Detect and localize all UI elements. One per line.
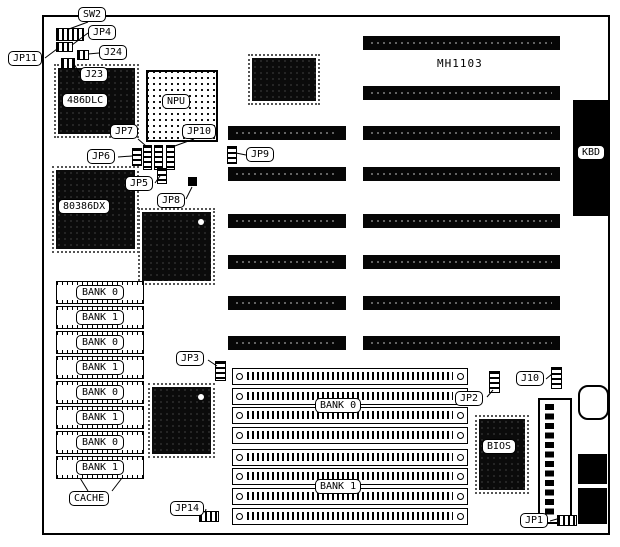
cache-bank-label: BANK 1 bbox=[75, 410, 125, 425]
cache-sram-socket: BANK 1 bbox=[56, 306, 144, 329]
npu-label: NPU bbox=[162, 94, 191, 109]
din-connector bbox=[578, 385, 609, 420]
j23-label: J23 bbox=[80, 67, 109, 82]
cache-sram-socket: BANK 0 bbox=[56, 331, 144, 354]
cache-bank-label: BANK 0 bbox=[75, 435, 125, 450]
jp7-label: JP7 bbox=[110, 124, 139, 139]
chipset-chip bbox=[148, 383, 215, 458]
cache-sram-socket: BANK 1 bbox=[56, 406, 144, 429]
isa-slot-segment bbox=[363, 167, 560, 181]
cache-sram-socket: BANK 0 bbox=[56, 281, 144, 304]
simm-socket bbox=[232, 407, 468, 424]
cache-label: CACHE bbox=[69, 491, 110, 506]
bios-label: BIOS bbox=[482, 439, 517, 454]
jp8-jumper bbox=[188, 177, 197, 186]
simm-socket bbox=[232, 508, 468, 525]
bios-chip bbox=[475, 415, 529, 494]
chip-486dlc-label: 486DLC bbox=[62, 93, 109, 108]
cache-bank-label: BANK 0 bbox=[75, 385, 125, 400]
j10-jumper bbox=[551, 367, 562, 389]
cache-bank-label: BANK 1 bbox=[75, 360, 125, 375]
j24-jumper bbox=[77, 50, 89, 60]
cache-bank-label: BANK 1 bbox=[75, 460, 125, 475]
cache-sram-socket: BANK 0 bbox=[56, 431, 144, 454]
j24-label: J24 bbox=[99, 45, 128, 60]
motherboard-outline bbox=[42, 15, 610, 535]
jp9-label: JP9 bbox=[246, 147, 275, 162]
cache-sram-socket: BANK 0 bbox=[56, 381, 144, 404]
jp10-jumper bbox=[154, 145, 163, 170]
isa-slot-segment bbox=[363, 86, 560, 100]
isa-slot-segment bbox=[363, 296, 560, 310]
simm-socket bbox=[232, 468, 468, 485]
simm-socket bbox=[232, 368, 468, 385]
jp7-jumper bbox=[143, 145, 152, 170]
jp5-label: JP5 bbox=[125, 176, 154, 191]
kbd-label: KBD bbox=[577, 145, 606, 160]
isa-slot-segment bbox=[228, 336, 346, 350]
isa-slot-segment bbox=[363, 336, 560, 350]
jp3-label: JP3 bbox=[176, 351, 205, 366]
isa-slot-segment bbox=[228, 214, 346, 228]
isa-slot-segment bbox=[228, 126, 346, 140]
simm-socket bbox=[232, 449, 468, 466]
cache-bank-label: BANK 0 bbox=[75, 335, 125, 350]
cache-bank-label: BANK 1 bbox=[75, 310, 125, 325]
isa-slot-segment bbox=[228, 255, 346, 269]
dram-bank1-label: BANK 1 bbox=[315, 479, 362, 494]
chipset-chip bbox=[138, 208, 215, 285]
jp6-jumper bbox=[132, 148, 142, 166]
external-connector-block bbox=[578, 488, 607, 524]
isa-slot-segment bbox=[228, 296, 346, 310]
jp1-label: JP1 bbox=[520, 513, 549, 528]
jp2-jumper bbox=[489, 371, 500, 393]
jp14-label: JP14 bbox=[170, 501, 205, 516]
jp6-label: JP6 bbox=[87, 149, 116, 164]
rom-chip bbox=[248, 54, 320, 105]
simm-socket bbox=[232, 488, 468, 505]
jp10-jumper bbox=[166, 145, 175, 170]
isa-slot-segment bbox=[228, 167, 346, 181]
isa-slot-segment bbox=[363, 36, 560, 50]
sw2-dip-switch bbox=[56, 28, 84, 41]
isa-slot-segment bbox=[363, 255, 560, 269]
simm-socket bbox=[232, 388, 468, 405]
jp11-label: JP11 bbox=[8, 51, 43, 66]
chip-80386dx-label: 80386DX bbox=[58, 199, 111, 214]
jp1-jumper bbox=[557, 515, 577, 526]
jp4-label: JP4 bbox=[88, 25, 117, 40]
j10-label: J10 bbox=[516, 371, 545, 386]
simm-socket bbox=[232, 427, 468, 444]
cache-sram-socket: BANK 1 bbox=[56, 356, 144, 379]
cache-bank-label: BANK 0 bbox=[75, 285, 125, 300]
sw2-label: SW2 bbox=[78, 7, 107, 22]
isa-slot-segment bbox=[363, 126, 560, 140]
jp5-jumper bbox=[157, 168, 167, 184]
jp8-label: JP8 bbox=[157, 193, 186, 208]
external-connector-block bbox=[578, 454, 607, 484]
jp4-jumper bbox=[56, 42, 73, 52]
isa-slot-segment bbox=[363, 214, 560, 228]
j23-jumper bbox=[61, 58, 75, 69]
jp10-label: JP10 bbox=[182, 124, 217, 139]
dram-bank0-label: BANK 0 bbox=[315, 398, 362, 413]
power-connector bbox=[538, 398, 572, 524]
jp3-jumper bbox=[215, 361, 226, 381]
jp9-jumper bbox=[227, 146, 237, 164]
cache-sram-socket: BANK 1 bbox=[56, 456, 144, 479]
jp2-label: JP2 bbox=[455, 391, 484, 406]
board-model-text: MH1103 bbox=[437, 57, 483, 70]
jp14-jumper bbox=[199, 511, 219, 522]
